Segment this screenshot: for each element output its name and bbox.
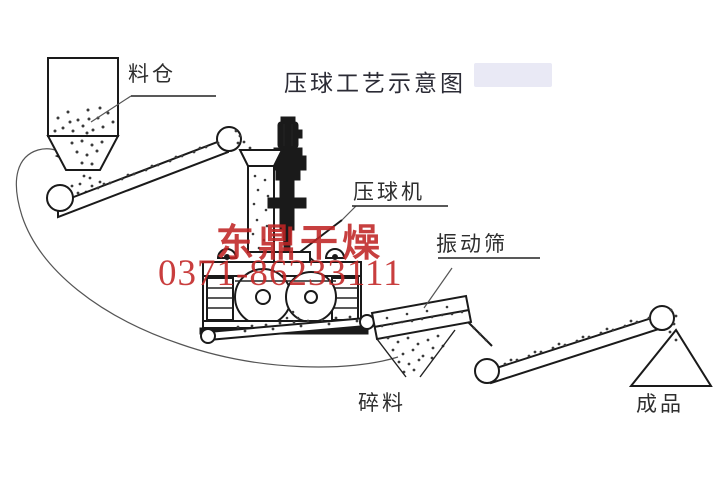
vibrating-screen [370, 267, 493, 378]
label-finished-product: 成品 [636, 392, 684, 416]
conveyor-material [96, 129, 242, 190]
conveyor-pulley [474, 358, 500, 384]
press-discharge-stream [285, 310, 300, 320]
product-pile [628, 328, 713, 387]
watermark-phone: 0371-86233111 [158, 253, 403, 294]
watermark-company: 东鼎干燥 [216, 221, 385, 265]
discharge-conveyor [200, 310, 375, 344]
product-conveyor-material [503, 308, 678, 366]
oversize-stream [472, 326, 488, 342]
page-title: 压球工艺示意图 [284, 71, 466, 97]
label-crushed-material: 碎料 [358, 391, 406, 415]
screen-mesh [380, 305, 464, 328]
discharge-material [236, 315, 359, 333]
label-vibrating-screen: 振动筛 [436, 232, 508, 256]
screen-fines-stream [386, 334, 445, 374]
product-drop-stream [668, 322, 678, 342]
bearing-cap [324, 248, 346, 259]
product-conveyor [474, 305, 678, 385]
silo [46, 57, 216, 171]
bearing-cap [216, 248, 238, 259]
conveyor-pulley [46, 184, 74, 212]
motor-icon [269, 116, 307, 181]
machine-frame-left [206, 277, 234, 321]
silo-material [53, 106, 115, 166]
label-ball-press: 压球机 [353, 180, 425, 204]
feed-conveyor [46, 126, 242, 219]
title-highlight [474, 63, 552, 87]
conveyor-pulley [216, 126, 242, 152]
press-rollers [234, 268, 337, 326]
feeder-material [251, 174, 270, 250]
label-silo: 料仓 [128, 62, 176, 86]
